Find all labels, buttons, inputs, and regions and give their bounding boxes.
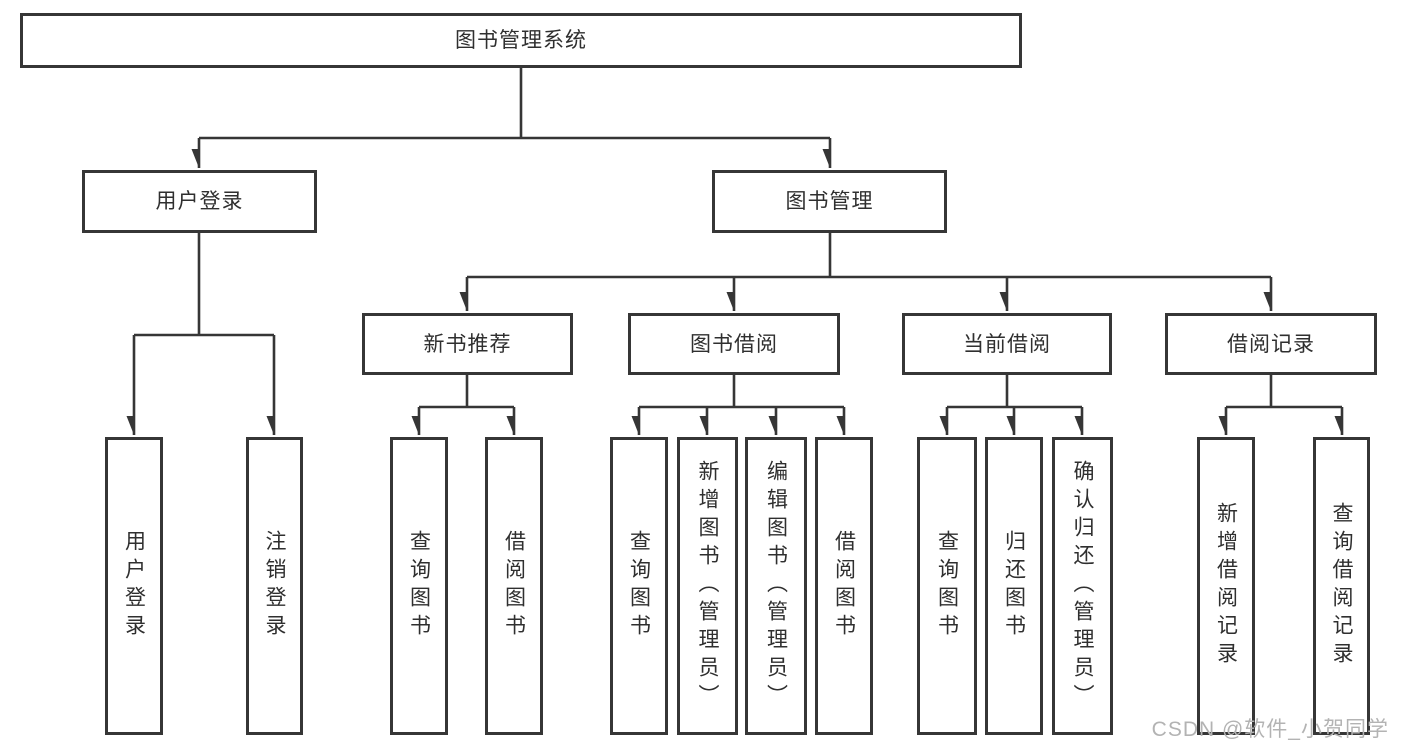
leaf-add-books-admin: 新增图书（管理员） — [677, 437, 738, 735]
node-book-borrowing: 图书借阅 — [628, 313, 840, 375]
leaf-label: 确认归还（管理员） — [1071, 460, 1094, 712]
leaf-label: 注销登录 — [263, 530, 286, 642]
leaf-user-login: 用户登录 — [105, 437, 163, 735]
node-book-management: 图书管理 — [712, 170, 947, 233]
leaf-label: 查询借阅记录 — [1330, 502, 1353, 670]
node-library-system: 图书管理系统 — [20, 13, 1022, 68]
node-user-login: 用户登录 — [82, 170, 317, 233]
leaf-label: 借阅图书 — [832, 530, 856, 642]
leaf-label: 查询图书 — [935, 530, 959, 642]
leaf-label: 借阅图书 — [502, 530, 526, 642]
leaf-label: 查询图书 — [627, 530, 651, 642]
node-current-borrowing: 当前借阅 — [902, 313, 1112, 375]
leaf-label: 编辑图书（管理员） — [764, 460, 788, 712]
leaf-borrow-books-recommend: 借阅图书 — [485, 437, 543, 735]
node-borrowing-records: 借阅记录 — [1165, 313, 1377, 375]
leaf-label: 用户登录 — [122, 530, 146, 642]
leaf-label: 新增借阅记录 — [1214, 502, 1238, 670]
leaf-query-borrow-record: 查询借阅记录 — [1313, 437, 1370, 735]
csdn-watermark: CSDN @软件_小贺同学 — [1151, 718, 1389, 741]
leaf-confirm-return-admin: 确认归还（管理员） — [1052, 437, 1113, 735]
leaf-edit-books-admin: 编辑图书（管理员） — [745, 437, 807, 735]
leaf-query-books-recommend: 查询图书 — [390, 437, 448, 735]
leaf-logout: 注销登录 — [246, 437, 303, 735]
node-new-book-recommend: 新书推荐 — [362, 313, 573, 375]
leaf-add-borrow-record: 新增借阅记录 — [1197, 437, 1255, 735]
leaf-return-books: 归还图书 — [985, 437, 1043, 735]
leaf-label: 新增图书（管理员） — [696, 460, 719, 712]
leaf-query-books-current: 查询图书 — [917, 437, 977, 735]
leaf-query-books-borrowing: 查询图书 — [610, 437, 668, 735]
leaf-label: 归还图书 — [1002, 530, 1026, 642]
leaf-label: 查询图书 — [407, 530, 431, 642]
leaf-borrow-books: 借阅图书 — [815, 437, 873, 735]
